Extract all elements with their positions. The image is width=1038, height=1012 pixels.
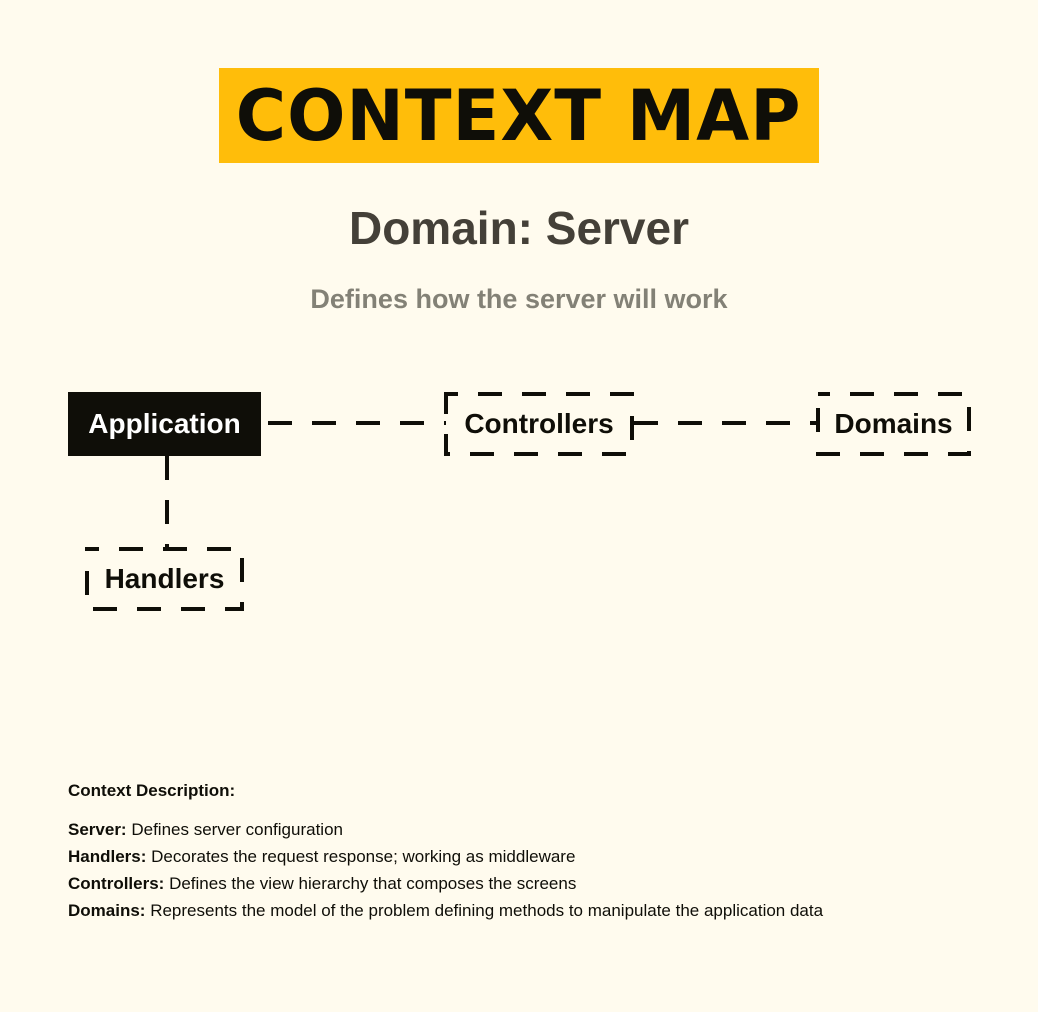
node-handlers: Handlers: [87, 549, 242, 609]
description-item: Server: Defines server configuration: [68, 816, 823, 843]
node-controllers: Controllers: [446, 394, 632, 454]
domain-tagline: Defines how the server will work: [310, 284, 728, 314]
description-term: Controllers:: [68, 874, 165, 893]
handlers-border: [85, 547, 244, 611]
description-item: Handlers: Decorates the request response…: [68, 843, 823, 870]
node-application: Application: [68, 392, 261, 456]
node-handlers-label: Handlers: [104, 563, 225, 594]
controllers-border: [444, 392, 634, 456]
description-term: Server:: [68, 820, 127, 839]
description-item: Domains: Represents the model of the pro…: [68, 897, 823, 924]
domain-title: Domain: Server: [348, 202, 689, 254]
description-heading: Context Description:: [68, 781, 236, 800]
node-application-label: Application: [88, 408, 241, 439]
description-item: Controllers: Defines the view hierarchy …: [68, 870, 823, 897]
title-banner: CONTEXT MAP: [219, 68, 819, 163]
description-term: Handlers:: [68, 847, 147, 866]
description-text: Defines server configuration: [126, 820, 343, 839]
description-term: Domains:: [68, 901, 146, 920]
node-controllers-label: Controllers: [464, 408, 614, 439]
description-text: Decorates the request response; working …: [146, 847, 576, 866]
domains-border: [816, 392, 971, 456]
description-text: Represents the model of the problem defi…: [145, 901, 824, 920]
node-domains: Domains: [818, 394, 969, 454]
node-domains-label: Domains: [834, 408, 953, 439]
description-text: Defines the view hierarchy that composes…: [164, 874, 577, 893]
page-title: CONTEXT MAP: [236, 74, 802, 157]
context-description: Context Description: Server: Defines ser…: [68, 780, 823, 924]
